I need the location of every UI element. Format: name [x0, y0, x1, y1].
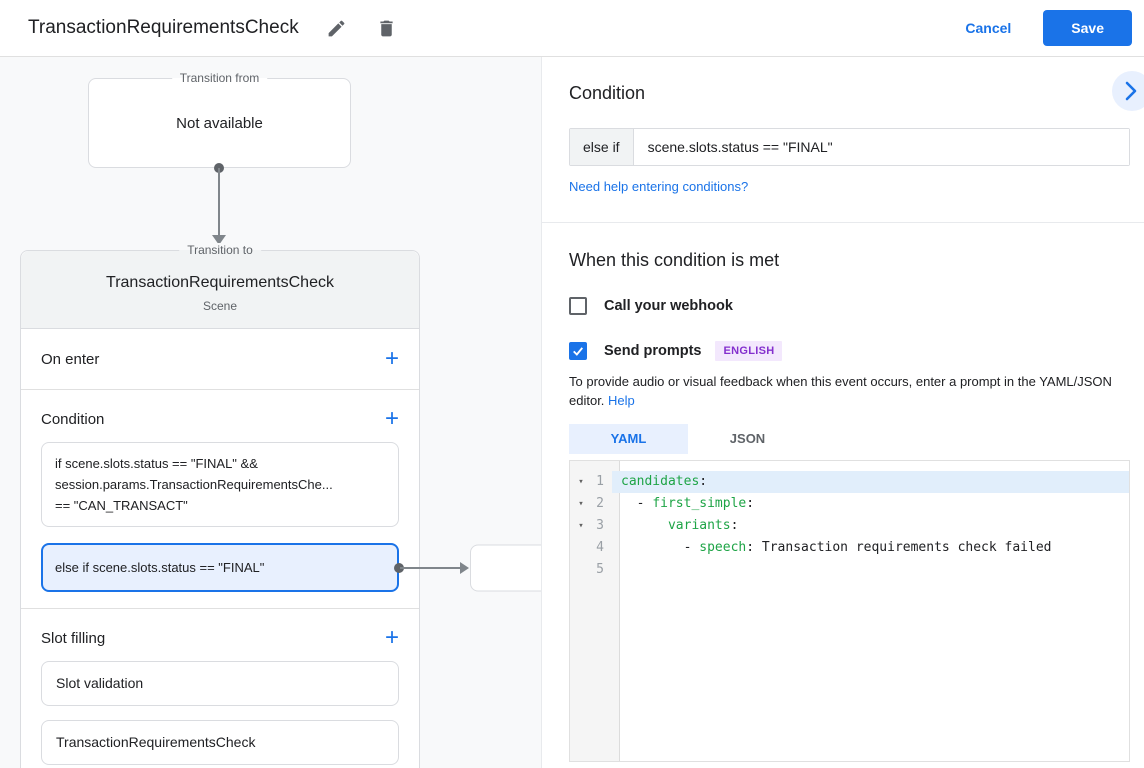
flow-arrowhead-icon	[212, 235, 226, 245]
trash-icon	[380, 20, 393, 36]
on-enter-label: On enter	[41, 350, 100, 368]
save-button[interactable]: Save	[1043, 10, 1132, 46]
editor-gutter	[570, 461, 620, 761]
connector-dot	[394, 562, 404, 573]
condition-prefix-label: else if	[570, 129, 634, 165]
code-line: ▾ 2 - first_simple:	[570, 493, 1129, 515]
conditions-help-link[interactable]: Need help entering conditions?	[569, 179, 749, 194]
condition-expression-input[interactable]	[633, 129, 1129, 165]
collapse-panel-button[interactable]	[1112, 71, 1144, 111]
pencil-icon	[328, 20, 345, 36]
condition-item-selected[interactable]: else if scene.slots.status == "FINAL"	[41, 543, 541, 592]
condition-expression-row: else if	[569, 128, 1130, 166]
send-prompts-checkbox[interactable]	[569, 342, 587, 360]
transition-from-label: Transition from	[171, 71, 268, 85]
condition-section: Condition + if scene.slots.status == "FI…	[21, 390, 541, 609]
checkmark-icon	[573, 347, 583, 356]
language-badge: ENGLISH	[715, 341, 783, 361]
connector-line	[400, 566, 462, 569]
cancel-button[interactable]: Cancel	[965, 20, 1012, 36]
header: TransactionRequirementsCheck Cancel Save	[0, 0, 1144, 57]
chevron-right-icon	[1125, 81, 1137, 101]
on-enter-row: On enter +	[21, 329, 419, 390]
code-text[interactable]: - speech: Transaction requirements check…	[621, 540, 1052, 555]
delete-scene-button[interactable]	[375, 16, 399, 40]
condition-item-list: if scene.slots.status == "FINAL" &&sessi…	[41, 442, 541, 592]
transition-target-node[interactable]	[470, 544, 541, 591]
fold-toggle-icon	[570, 559, 592, 581]
line-number: 1	[596, 474, 604, 489]
line-number: 2	[596, 496, 604, 511]
code-text[interactable]	[612, 559, 1129, 581]
panel-title: Condition	[569, 83, 646, 103]
tab-yaml[interactable]: YAML	[569, 424, 688, 454]
flow-arrow-line	[218, 168, 220, 235]
webhook-option-row: Call your webhook	[569, 297, 1130, 315]
prompt-description: To provide audio or visual feedback when…	[569, 372, 1130, 410]
connector-arrowhead-icon	[460, 561, 469, 574]
condition-editor-panel: Condition else if Need help entering con…	[541, 57, 1144, 768]
scene-card-header: TransactionRequirementsCheck Scene	[21, 251, 419, 329]
section-divider	[542, 222, 1144, 223]
transition-to-label: Transition to	[179, 243, 261, 257]
code-line: 4 - speech: Transaction requirements che…	[570, 537, 1129, 559]
condition-item[interactable]: if scene.slots.status == "FINAL" &&sessi…	[41, 442, 399, 527]
condition-section-label: Condition	[41, 410, 105, 428]
code-lines: ▾ 1 candidates: ▾ 2 - first_simple: ▾ 3 varian…	[570, 461, 1129, 581]
code-text[interactable]: variants:	[667, 518, 739, 533]
scene-flow-canvas: Transition from Not available Transition…	[0, 57, 541, 768]
tab-json[interactable]: JSON	[729, 431, 766, 446]
send-prompts-option-row: Send prompts ENGLISH	[569, 341, 1130, 361]
line-number: 4	[596, 540, 604, 555]
yaml-code-editor[interactable]: ▾ 1 candidates: ▾ 2 - first_simple: ▾ 3 varian…	[569, 460, 1130, 762]
send-prompts-label: Send prompts	[604, 343, 702, 359]
add-condition-button[interactable]: +	[384, 405, 399, 432]
editor-tabs: YAML JSON	[569, 424, 1130, 454]
code-line: ▾ 3 variants:	[570, 515, 1129, 537]
slot-filling-section-label: Slot filling	[41, 629, 106, 647]
slot-filling-item[interactable]: Slot validation	[41, 661, 399, 706]
line-number: 5	[596, 562, 604, 577]
code-text[interactable]: - first_simple:	[621, 496, 755, 511]
page-title: TransactionRequirementsCheck	[28, 17, 299, 38]
scene-card-title: TransactionRequirementsCheck	[106, 274, 334, 291]
prompt-description-text: To provide audio or visual feedback when…	[569, 374, 1112, 408]
prompt-help-link[interactable]: Help	[608, 393, 635, 408]
transition-from-value: Not available	[176, 115, 263, 132]
fold-toggle-icon[interactable]: ▾	[578, 477, 584, 487]
fold-toggle-icon[interactable]: ▾	[578, 521, 584, 531]
line-number: 3	[596, 518, 604, 533]
code-line: ▾ 1 candidates:	[570, 471, 1129, 493]
code-text[interactable]: candidates:	[612, 471, 1129, 493]
code-line: 5	[570, 559, 1129, 581]
call-webhook-checkbox[interactable]	[569, 297, 587, 315]
slot-filling-item[interactable]: TransactionRequirementsCheck	[41, 720, 399, 765]
add-on-enter-button[interactable]: +	[384, 345, 399, 372]
fold-toggle-icon[interactable]: ▾	[578, 499, 584, 509]
edit-scene-button[interactable]	[325, 16, 349, 40]
scene-node-card: Transition to TransactionRequirementsChe…	[20, 243, 541, 768]
scene-card-subtitle: Scene	[202, 299, 238, 313]
when-condition-met-title: When this condition is met	[569, 250, 780, 270]
call-webhook-label: Call your webhook	[604, 298, 733, 314]
fold-toggle-icon	[570, 537, 592, 559]
add-slot-button[interactable]: +	[384, 624, 399, 651]
transition-from-node: Transition from Not available	[88, 71, 351, 168]
